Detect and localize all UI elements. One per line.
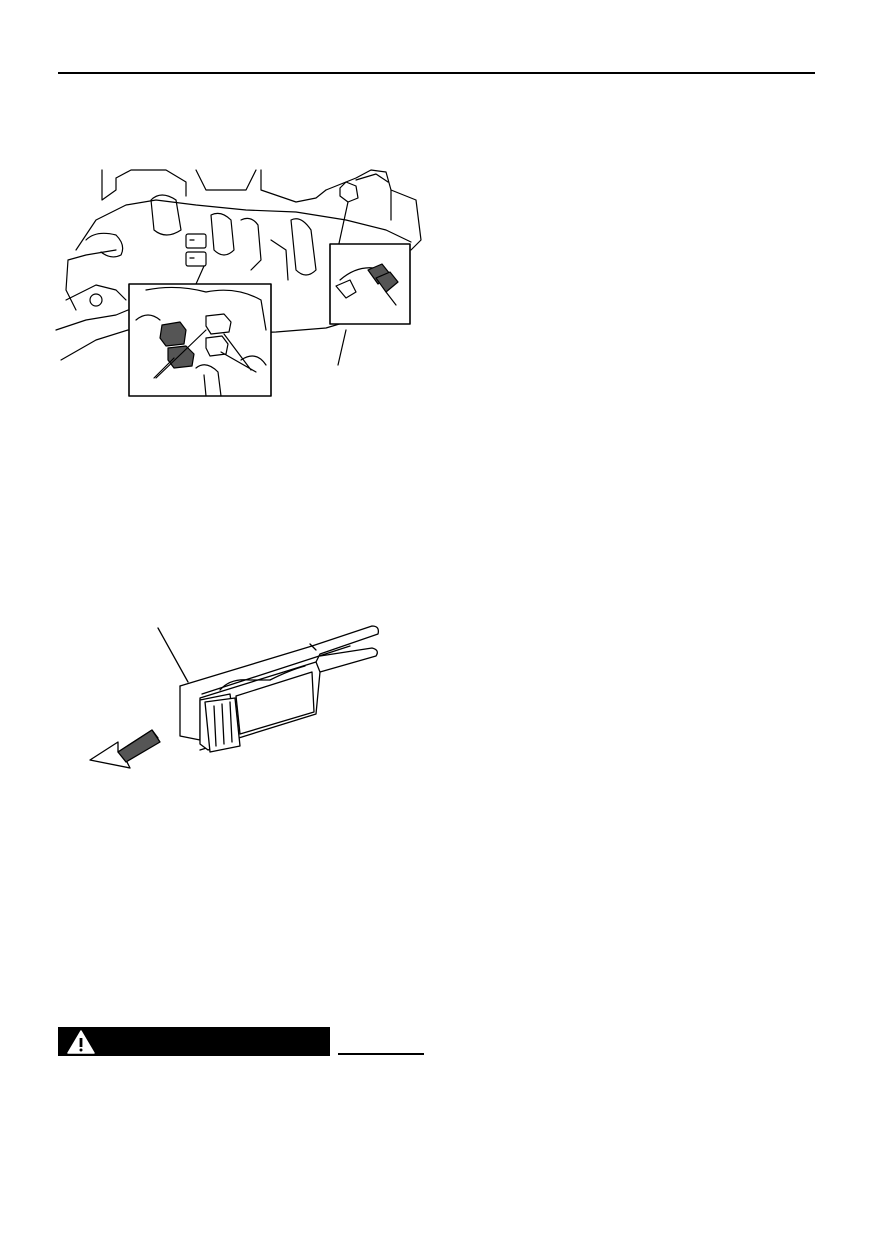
warning-triangle-icon [66,1029,96,1055]
warning-underline [338,1053,424,1055]
engine-connector-illustration [55,160,428,400]
header-rule [58,72,815,74]
warning-banner [58,1027,330,1056]
connector-removal-tool-illustration [80,610,390,790]
